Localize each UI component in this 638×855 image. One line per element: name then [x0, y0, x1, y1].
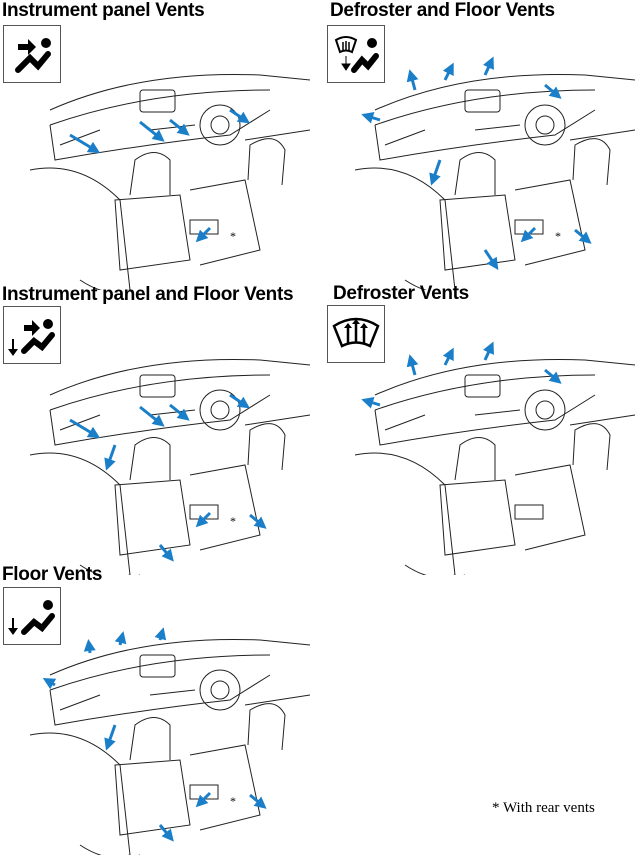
defrost-floor-icon	[327, 25, 385, 83]
rear-vent-marker: *	[555, 229, 561, 243]
illustration-floor-vents: *	[20, 627, 320, 855]
illustration-instrument-panel-vents: *	[20, 50, 320, 290]
defrost-icon	[327, 305, 385, 363]
floor-icon	[3, 587, 61, 645]
footnote: * With rear vents	[492, 800, 595, 816]
panel-title: Defroster and Floor Vents	[330, 0, 555, 21]
rear-vent-marker: *	[230, 794, 236, 808]
panel-title: Defroster Vents	[333, 283, 469, 304]
illustration-instrument-panel-and-floor-vents: *	[20, 335, 320, 575]
panel-title: Instrument panel Vents	[2, 0, 205, 21]
rear-vent-marker: *	[230, 514, 236, 528]
illustration-defroster-vents	[345, 341, 638, 575]
panel-title: Floor Vents	[2, 564, 103, 585]
vent-bilevel-icon	[3, 306, 61, 364]
panel-title: Instrument panel and Floor Vents	[2, 284, 294, 305]
vent-face-icon	[3, 25, 61, 83]
rear-vent-marker: *	[230, 229, 236, 243]
illustration-defroster-and-floor-vents: *	[345, 56, 638, 290]
